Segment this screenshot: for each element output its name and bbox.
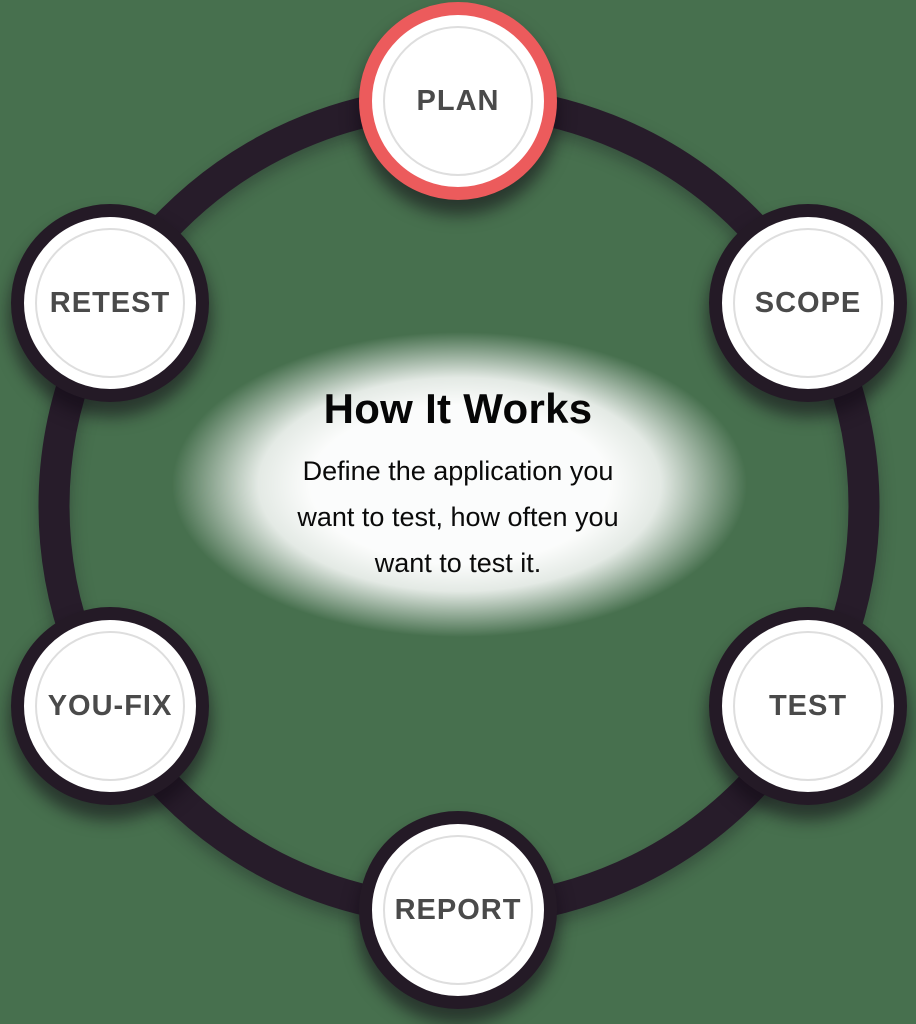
center-glow	[172, 332, 747, 637]
node-label: YOU-FIX	[47, 689, 173, 722]
diagram-title: How It Works	[323, 385, 593, 432]
node-scope: SCOPE	[709, 204, 907, 402]
node-plan: PLAN	[359, 2, 557, 200]
node-label: RETEST	[49, 286, 171, 319]
node-label: REPORT	[394, 893, 522, 926]
description-line: want to test it.	[374, 548, 542, 579]
node-retest: RETEST	[11, 204, 209, 402]
diagram-description: Define the application you want to test,…	[0, 448, 916, 586]
node-label: TEST	[768, 689, 848, 722]
node-report: REPORT	[359, 811, 557, 1009]
node-test: TEST	[709, 607, 907, 805]
description-line: Define the application you	[302, 456, 614, 487]
node-you-fix: YOU-FIX	[11, 607, 209, 805]
description-line: want to test, how often you	[297, 502, 619, 533]
node-label: PLAN	[416, 84, 500, 117]
node-label: SCOPE	[754, 286, 862, 319]
center-text-block: How It Works Define the application you …	[0, 385, 916, 586]
